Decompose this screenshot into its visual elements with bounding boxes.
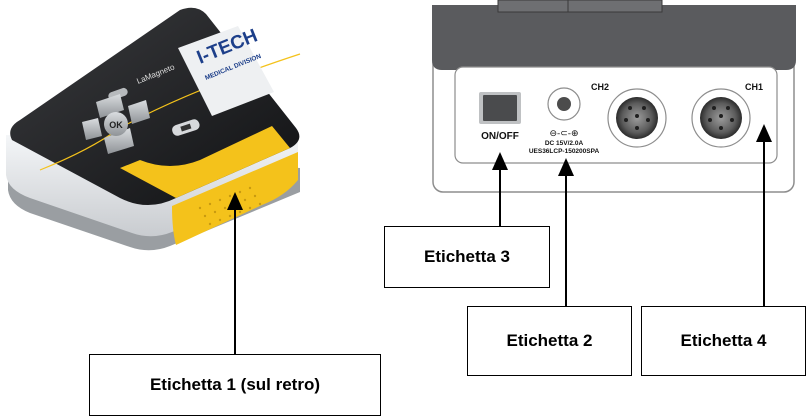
key-up-icon: [96, 94, 124, 118]
arrow-1-head: [227, 192, 243, 210]
device-yellow-accent: [120, 126, 290, 198]
back-panel-cap: [432, 5, 796, 70]
label-2-text: Etichetta 2: [506, 331, 593, 350]
arrows: [227, 124, 772, 354]
top-port-right: [567, 0, 663, 13]
key-left-icon: [82, 118, 102, 140]
ch1-label: CH1: [745, 82, 763, 92]
key-right-icon: [128, 100, 150, 124]
label-3-text: Etichetta 3: [424, 247, 510, 266]
arrow-3-head: [492, 152, 508, 170]
ch2-pins: [624, 106, 650, 130]
label-3-box: Etichetta 3: [384, 226, 550, 288]
label-1-text: Etichetta 1 (sul retro): [149, 375, 321, 394]
dc-polarity-symbol: ⊖-⊂-⊕: [549, 129, 578, 139]
device-keypad: OK: [82, 94, 150, 154]
label-4-box: Etichetta 4: [641, 306, 806, 376]
arrow-2-head: [558, 158, 574, 176]
key-ok-label: OK: [109, 120, 123, 130]
power-switch-label: ON/OFF: [481, 131, 519, 142]
key-down-icon: [104, 128, 134, 154]
adapter-model: UES36LCP-150200SPA: [529, 148, 600, 155]
dc-rating: DC 15V/2.0A: [545, 140, 584, 147]
top-port-left: [497, 0, 572, 13]
vent-dots: [198, 186, 262, 226]
device-3d-view: I-TECH MEDICAL DIVISION LaMagneto OK: [6, 7, 301, 251]
device-power-key: [172, 119, 200, 136]
label-4-text: Etichetta 4: [680, 331, 767, 350]
arrow-4-head: [756, 124, 772, 142]
back-panel-view: ON/OFF ⊖-⊂-⊕ DC 15V/2.0A UES36LCP-150200…: [432, 0, 796, 193]
label-1-box: Etichetta 1 (sul retro): [89, 354, 381, 416]
ch2-label: CH2: [591, 82, 609, 92]
ch1-pins: [708, 106, 734, 130]
dc-jack-inner: [557, 97, 571, 111]
power-switch-rocker: [483, 95, 517, 121]
key-ok-button: [104, 112, 128, 136]
label-2-box: Etichetta 2: [467, 306, 632, 376]
